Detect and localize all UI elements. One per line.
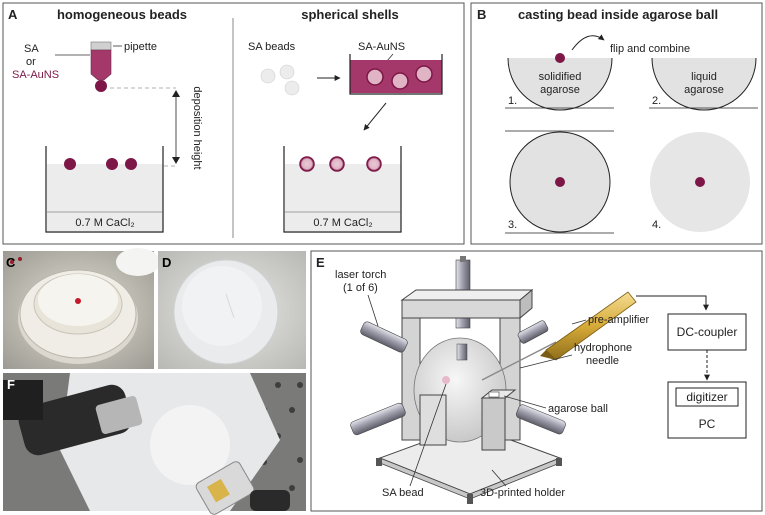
- arrow-to-beaker: [363, 102, 387, 131]
- shell-bead: [329, 156, 345, 172]
- panel-e-frame: [310, 250, 763, 512]
- sa-bead-leader: [409, 383, 447, 487]
- digitizer-label: digitizer: [686, 390, 727, 404]
- step-4-label: 4.: [652, 219, 661, 231]
- panel-a-title-left: homogeneous beads: [57, 7, 187, 22]
- cacl2-right-label: 0.7 M CaCl₂: [313, 217, 372, 229]
- sa-bead-b1: [555, 53, 565, 63]
- sa-bead-label: SA bead: [382, 487, 424, 499]
- panel-b: B casting bead inside agarose ball solid…: [470, 2, 763, 245]
- laser-torch-label-2: (1 of 6): [343, 282, 378, 294]
- sa-beads-label: SA beads: [248, 41, 296, 53]
- solidified-label-2: agarose: [540, 84, 580, 96]
- preamp-leader: [571, 319, 587, 325]
- deposition-height-label: deposition height: [191, 86, 203, 169]
- flip-label: flip and combine: [610, 43, 690, 55]
- shell-bead: [366, 156, 382, 172]
- sa-bead-e: [442, 376, 450, 384]
- cable-preamp: [636, 295, 709, 311]
- pipette: [90, 41, 112, 92]
- hydrophone-label-1: hydrophone: [574, 342, 632, 354]
- flip-arrow: [571, 34, 605, 51]
- step-1-label: 1.: [508, 95, 517, 107]
- pipette-label: pipette: [124, 41, 157, 53]
- agarose-leader: [503, 395, 547, 409]
- preamp-label: pre-amplifier: [588, 314, 649, 326]
- panel-b-title: casting bead inside agarose ball: [518, 7, 718, 22]
- laser-torch-left-bottom: [350, 402, 406, 436]
- laser-torch-left-top: [360, 321, 408, 353]
- bead: [64, 158, 76, 170]
- panel-a: A homogeneous beads spherical shells SA …: [2, 2, 465, 245]
- droplet: [95, 80, 107, 92]
- panel-e: E: [310, 250, 763, 512]
- red-bead: [75, 298, 81, 304]
- digitizer-box: [675, 387, 739, 407]
- panel-e-label: E: [316, 255, 325, 270]
- pre-amplifier: [545, 291, 637, 361]
- hydrophone-label-2: needle: [586, 355, 619, 367]
- liquid-label-1: liquid: [691, 71, 717, 83]
- holder-leader: [491, 469, 507, 487]
- holder-label: 3D-printed holder: [480, 487, 565, 499]
- panel-d-label: D: [162, 255, 171, 270]
- bead: [106, 158, 118, 170]
- bead: [125, 158, 137, 170]
- step-2: liquid agarose 2.: [649, 57, 758, 111]
- laser-torch-right-bottom: [516, 404, 566, 435]
- hydrophone-leader: [519, 354, 573, 369]
- sa-auns-bath-label: SA-AuNS: [358, 41, 405, 53]
- solidified-label-1: solidified: [539, 71, 582, 83]
- dc-coupler-box: [667, 313, 747, 351]
- pc-label: PC: [699, 417, 716, 431]
- sa-label: SA: [24, 43, 39, 55]
- panel-f-label: F: [7, 377, 15, 392]
- sa-bead-clear: [284, 80, 300, 96]
- sa-bead-b4: [695, 177, 705, 187]
- panel-d-photo: D: [158, 251, 306, 369]
- step-3-label: 3.: [508, 219, 517, 231]
- laser-torch-label-1: laser torch: [335, 269, 386, 281]
- dc-coupler-label: DC-coupler: [677, 325, 738, 339]
- step-1: solidified agarose 1.: [505, 53, 614, 111]
- step-4: 4.: [650, 132, 750, 232]
- panel-f-photo: F: [3, 373, 306, 515]
- sa-bead-clear: [260, 68, 276, 84]
- panel-a-label: A: [8, 7, 18, 22]
- panel-c-label: C: [6, 255, 16, 270]
- sa-auns-label: SA-AuNS: [12, 69, 59, 81]
- panel-a-title-right: spherical shells: [301, 7, 399, 22]
- panel-b-label: B: [477, 7, 486, 22]
- agarose-ball-label: agarose ball: [548, 403, 608, 415]
- beaker-right: 0.7 M CaCl₂: [283, 146, 402, 233]
- panel-a-frame: [2, 2, 465, 245]
- laser-torch-right-top: [517, 320, 549, 344]
- liquid-label-2: agarose: [684, 84, 724, 96]
- step-3: 3.: [505, 130, 614, 234]
- auns-bath: [349, 54, 443, 95]
- step-2-label: 2.: [652, 95, 661, 107]
- beaker-left: 0.7 M CaCl₂: [45, 146, 164, 233]
- hydrophone-needle: [481, 341, 557, 381]
- panel-c-photo: C: [3, 248, 160, 369]
- sa-bead-b3: [555, 177, 565, 187]
- or-label: or: [26, 56, 36, 68]
- shell-bead: [299, 156, 315, 172]
- laser-leader: [367, 294, 379, 327]
- cacl2-left-label: 0.7 M CaCl₂: [75, 217, 134, 229]
- panel-b-frame: [470, 2, 763, 245]
- sa-bead-clear: [279, 64, 295, 80]
